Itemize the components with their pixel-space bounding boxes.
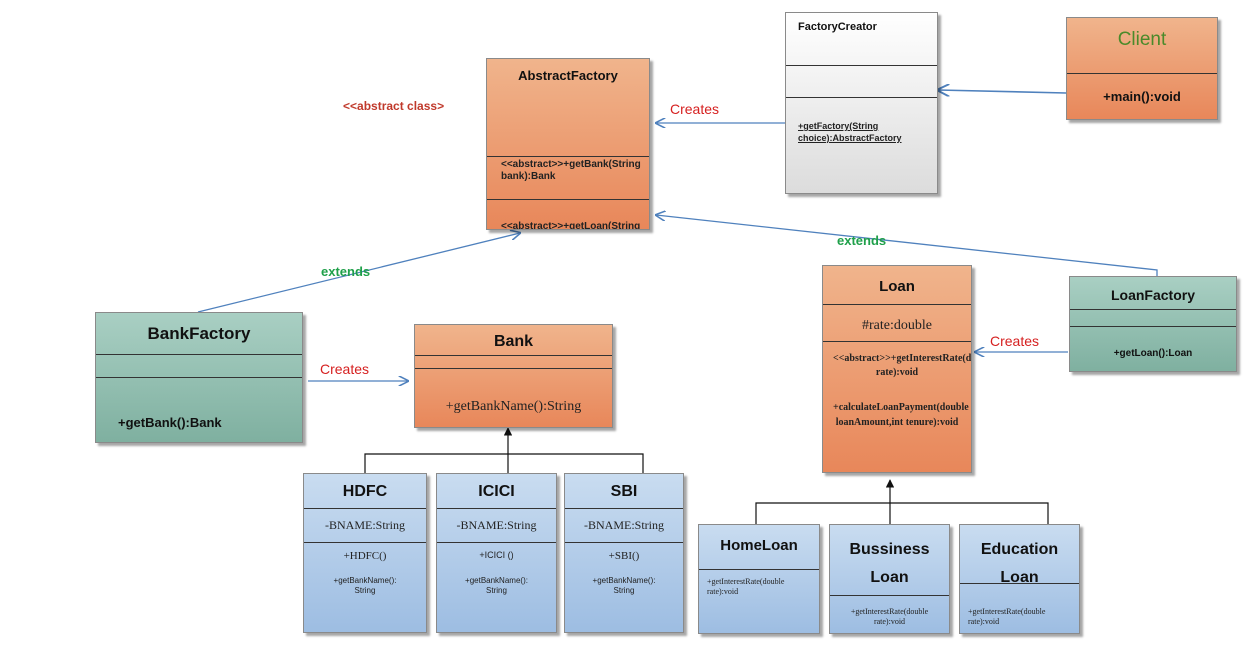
divider — [699, 569, 819, 570]
divider — [487, 199, 649, 200]
method-get-interest-rate: +getInterestRate(double rate):void — [850, 607, 929, 626]
class-sbi[interactable]: SBI -BNAME:String +SBI() +getBankName():… — [564, 473, 684, 633]
class-name: HomeLoan — [720, 537, 798, 554]
class-name: Education Loan — [980, 541, 1059, 586]
extends-label-bankfactory: extends — [321, 264, 371, 279]
divider — [304, 542, 426, 543]
inheritance-tree-banks — [364, 453, 644, 473]
method-get-loan: +getLoan():Loan — [1113, 348, 1193, 359]
class-name: Bank — [493, 333, 534, 350]
method-get-bank: <<abstract>>+getBank(String bank):Bank — [501, 159, 641, 182]
method-get-bank-name: +getBankName(): String — [592, 576, 656, 595]
method-get-interest-rate: +getInterestRate(double rate):void — [968, 607, 1046, 626]
divider — [565, 508, 683, 509]
method-get-bank: +getBank():Bank — [118, 415, 222, 430]
creates-label-creator: Creates — [670, 101, 720, 117]
divider — [960, 583, 1079, 584]
constructor-hdfc: +HDFC() — [343, 550, 387, 562]
class-bussiness-loan[interactable]: Bussiness Loan +getInterestRate(double r… — [829, 524, 950, 634]
class-name: Loan — [879, 278, 915, 295]
method-get-factory: +getFactory(String choice):AbstractFacto… — [798, 121, 902, 143]
divider — [437, 542, 556, 543]
divider — [1067, 73, 1217, 74]
attribute-rate: #rate:double — [862, 318, 932, 333]
divider — [1070, 326, 1236, 327]
class-hdfc[interactable]: HDFC -BNAME:String +HDFC() +getBankName(… — [303, 473, 427, 633]
class-icici[interactable]: ICICI -BNAME:String +ICICI () +getBankNa… — [436, 473, 557, 633]
class-education-loan[interactable]: Education Loan +getInterestRate(double r… — [959, 524, 1080, 634]
method-get-loan: <<abstract>>+getLoan(String loan):Loan — [501, 221, 641, 230]
class-client[interactable]: Client +main():void — [1066, 17, 1218, 120]
divider — [786, 97, 937, 98]
association-arrow-client-to-creator — [938, 90, 1067, 93]
divider — [786, 65, 937, 66]
divider — [830, 595, 949, 596]
creates-label-loanfactory: Creates — [990, 333, 1040, 349]
class-bank[interactable]: Bank +getBankName():String — [414, 324, 613, 428]
creates-label-bankfactory: Creates — [320, 361, 370, 377]
extends-arrow-loanfactory — [656, 215, 1158, 276]
attribute-bname: -BNAME:String — [583, 518, 664, 532]
method-get-bank-name: +getBankName(): String — [333, 576, 397, 595]
method-get-interest-rate: <<abstract>>+getInterestRate(double rate… — [833, 353, 972, 378]
divider — [96, 377, 302, 378]
divider — [415, 355, 612, 356]
class-name: SBI — [610, 483, 638, 500]
divider — [96, 354, 302, 355]
class-name: FactoryCreator — [798, 21, 877, 33]
extends-arrow-bankfactory — [197, 233, 520, 313]
class-name: Client — [1117, 29, 1167, 50]
divider — [565, 542, 683, 543]
class-name: Bussiness Loan — [849, 541, 930, 586]
divider — [823, 341, 971, 342]
class-name: LoanFactory — [1110, 287, 1195, 303]
class-home-loan[interactable]: HomeLoan +getInterestRate(double rate):v… — [698, 524, 820, 634]
attribute-bname: -BNAME:String — [456, 518, 537, 532]
divider — [487, 156, 649, 157]
class-loan-factory[interactable]: LoanFactory +getLoan():Loan — [1069, 276, 1237, 372]
constructor-icici: +ICICI () — [479, 550, 514, 560]
method-get-interest-rate: +getInterestRate(double rate):void — [707, 577, 785, 596]
class-abstract-factory[interactable]: AbstractFactory <<abstract>>+getBank(Str… — [486, 58, 650, 230]
method-get-bank-name: +getBankName():String — [445, 399, 582, 414]
abstract-class-tag: <<abstract class> — [343, 99, 445, 113]
class-factory-creator[interactable]: FactoryCreator +getFactory(String choice… — [785, 12, 938, 194]
extends-label-loanfactory: extends — [837, 233, 887, 248]
divider — [1070, 309, 1236, 310]
method-main: +main():void — [1103, 89, 1181, 104]
class-bank-factory[interactable]: BankFactory +getBank():Bank — [95, 312, 303, 443]
method-calculate-loan-payment: +calculateLoanPayment(double loanAmount,… — [833, 402, 969, 428]
class-loan[interactable]: Loan #rate:double <<abstract>>+getIntere… — [822, 265, 972, 473]
attribute-bname: -BNAME:String — [324, 518, 405, 532]
constructor-sbi: +SBI() — [608, 550, 640, 562]
class-name: HDFC — [342, 483, 388, 500]
class-name: ICICI — [478, 483, 515, 500]
class-name: BankFactory — [147, 324, 251, 343]
class-name: AbstractFactory — [518, 68, 618, 83]
divider — [304, 508, 426, 509]
method-get-bank-name: +getBankName(): String — [465, 576, 528, 595]
inheritance-tree-loans — [755, 502, 1049, 524]
divider — [823, 304, 971, 305]
divider — [415, 368, 612, 369]
divider — [437, 508, 556, 509]
